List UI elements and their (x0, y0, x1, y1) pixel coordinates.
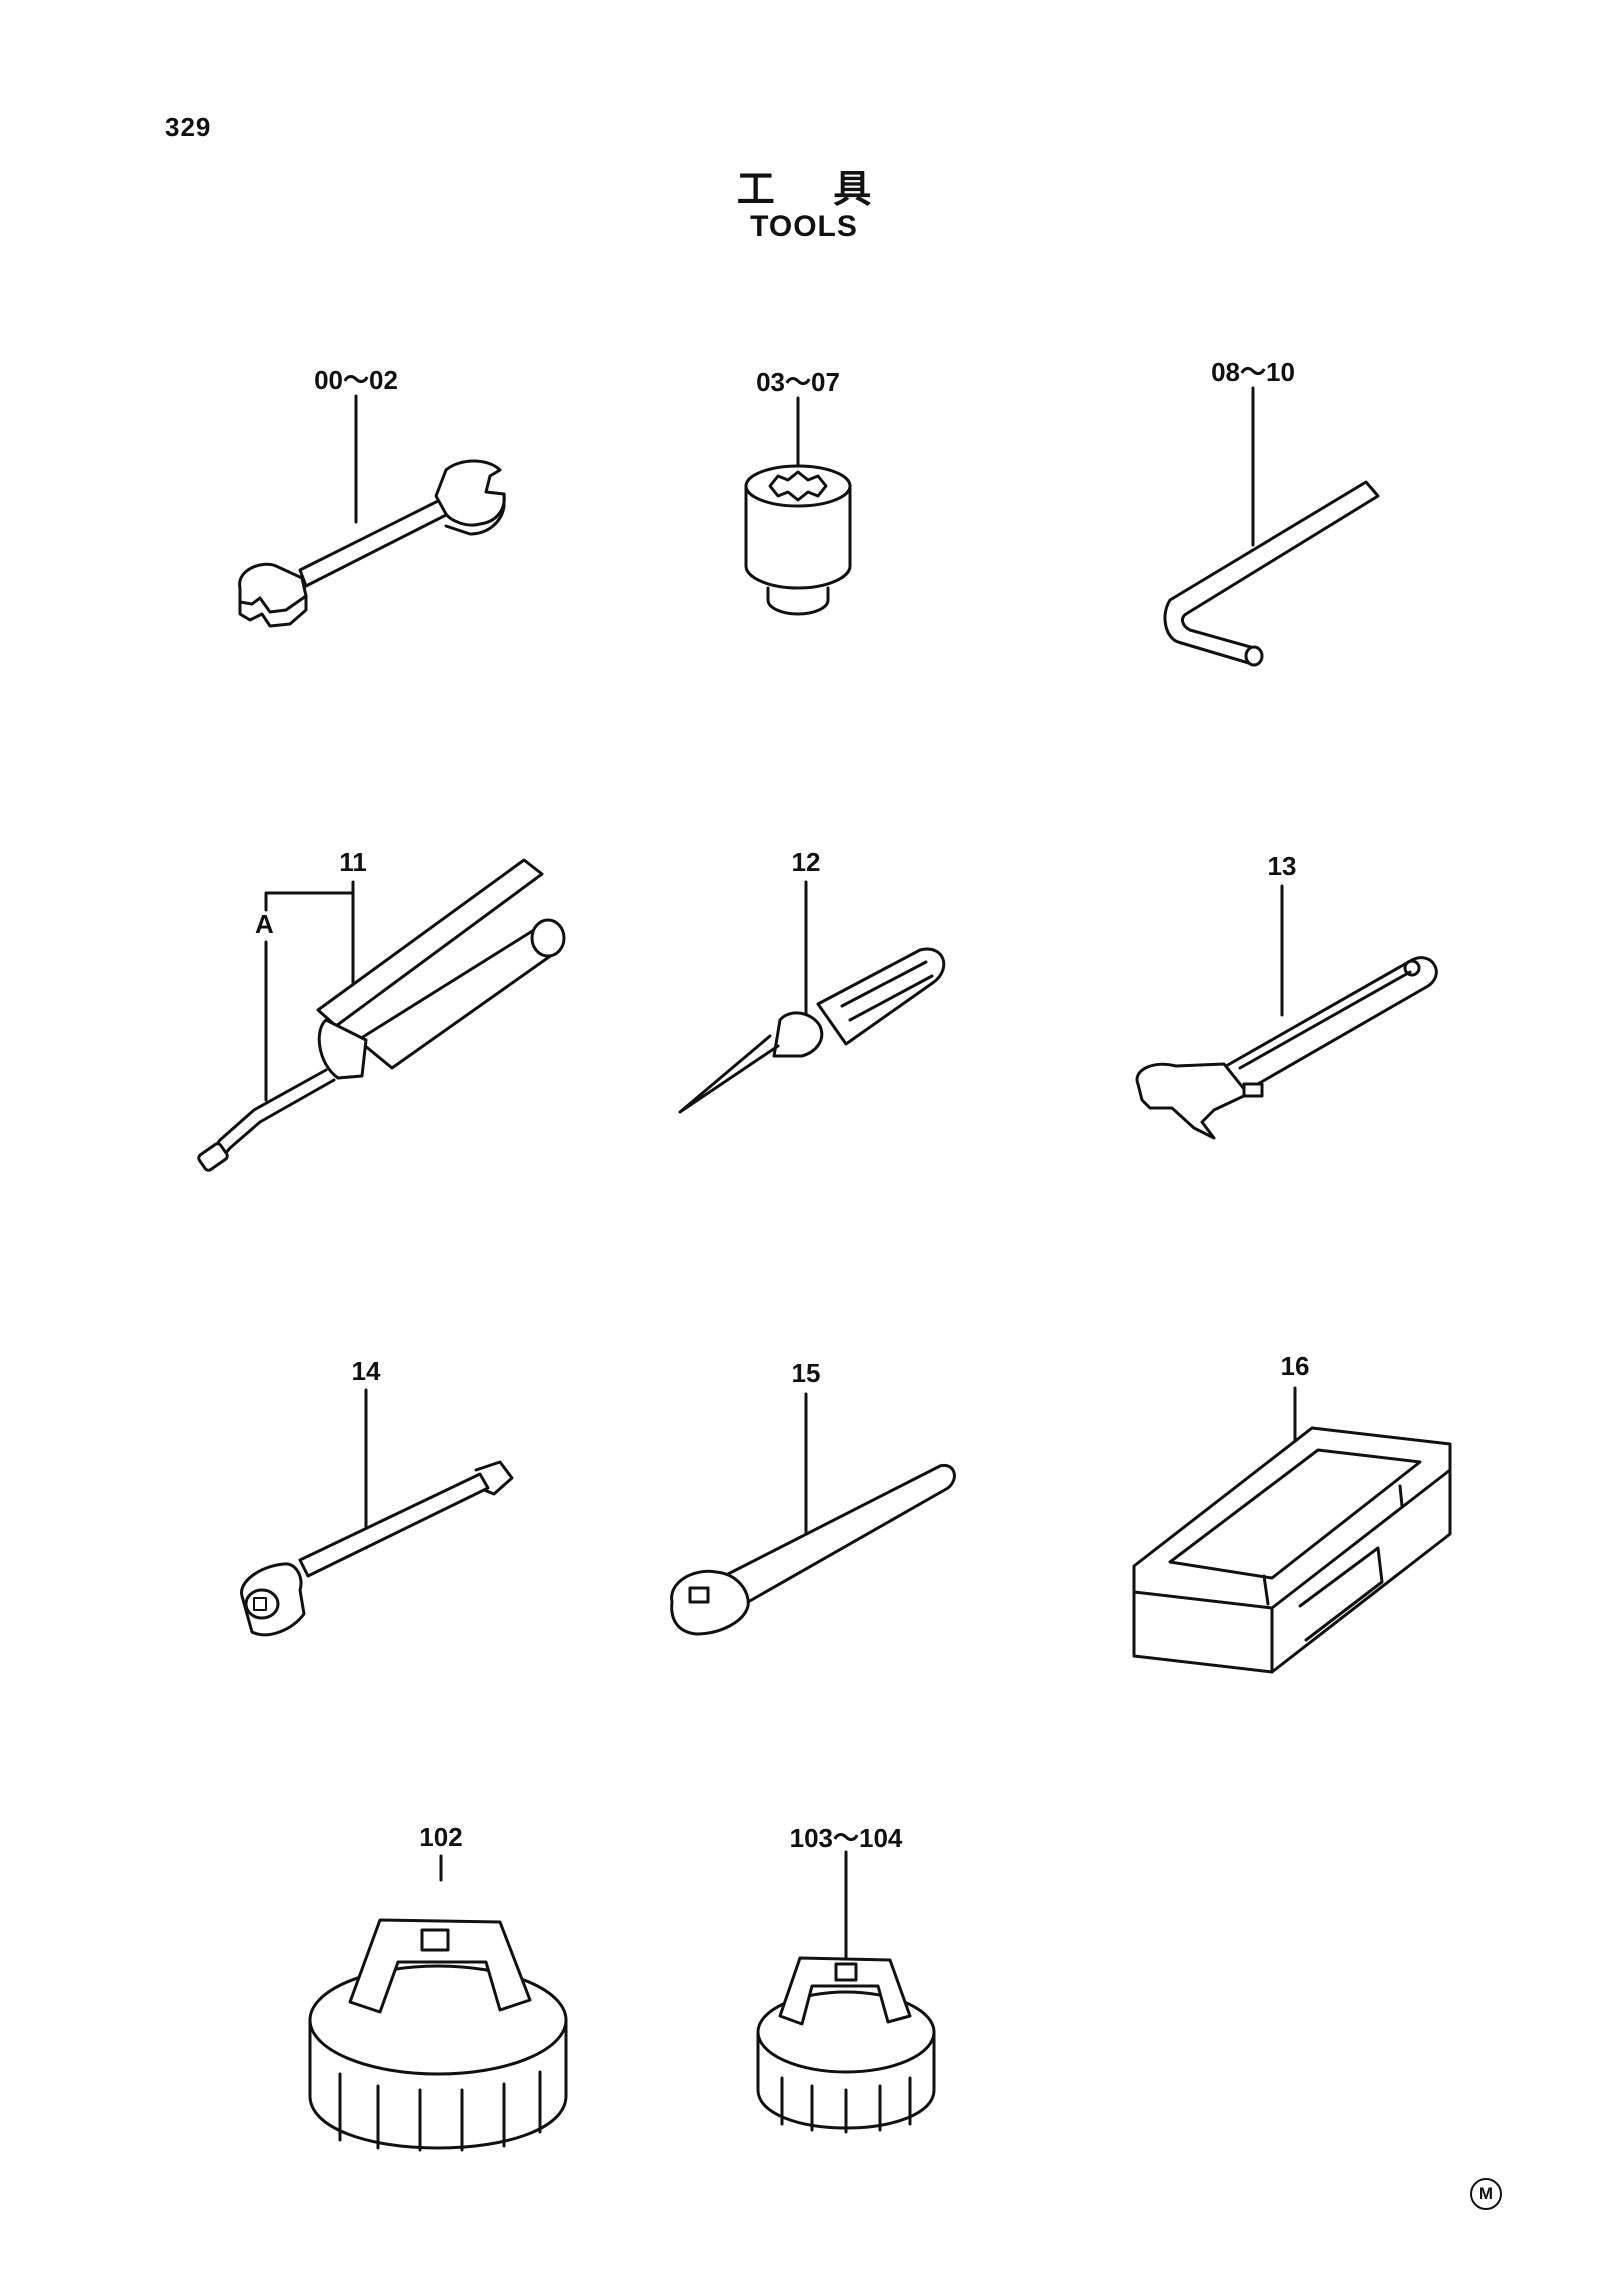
callout-label-15: 15 (791, 1358, 821, 1388)
callout-label-13: 13 (1267, 851, 1297, 881)
callout-label-08-10: 08～10 (1211, 357, 1295, 387)
page-title-en: TOOLS (750, 210, 858, 243)
filter-wrench-small-icon (756, 1850, 936, 2134)
callout-label-11: 11 (339, 847, 367, 877)
page-number: 329 (165, 112, 212, 142)
callout-label-03-07: 03～07 (756, 367, 840, 397)
grease-gun-icon (197, 858, 566, 1172)
callout-label-a: A (255, 909, 274, 939)
extension-bar-icon (240, 1388, 514, 1637)
callout-label-102: 102 (419, 1822, 463, 1852)
socket-icon (744, 396, 852, 616)
manufacturer-mark: M (1470, 2178, 1502, 2210)
callout-label-16: 16 (1280, 1351, 1310, 1381)
callout-label-14: 14 (351, 1356, 381, 1386)
spanner-icon (238, 394, 506, 628)
hex-key-icon (1163, 386, 1380, 667)
ratchet-handle-icon (670, 1392, 956, 1636)
tool-box-icon (1132, 1386, 1452, 1674)
filter-wrench-large-icon (308, 1854, 568, 2152)
adjustable-wrench-icon (1135, 884, 1438, 1140)
callout-label-103-104: 103～104 (789, 1823, 903, 1853)
screwdriver-icon (678, 880, 946, 1114)
page-title-cn: 工 具 (736, 169, 896, 211)
callout-label-00-02: 00～02 (314, 365, 398, 395)
callout-label-12: 12 (791, 847, 821, 877)
